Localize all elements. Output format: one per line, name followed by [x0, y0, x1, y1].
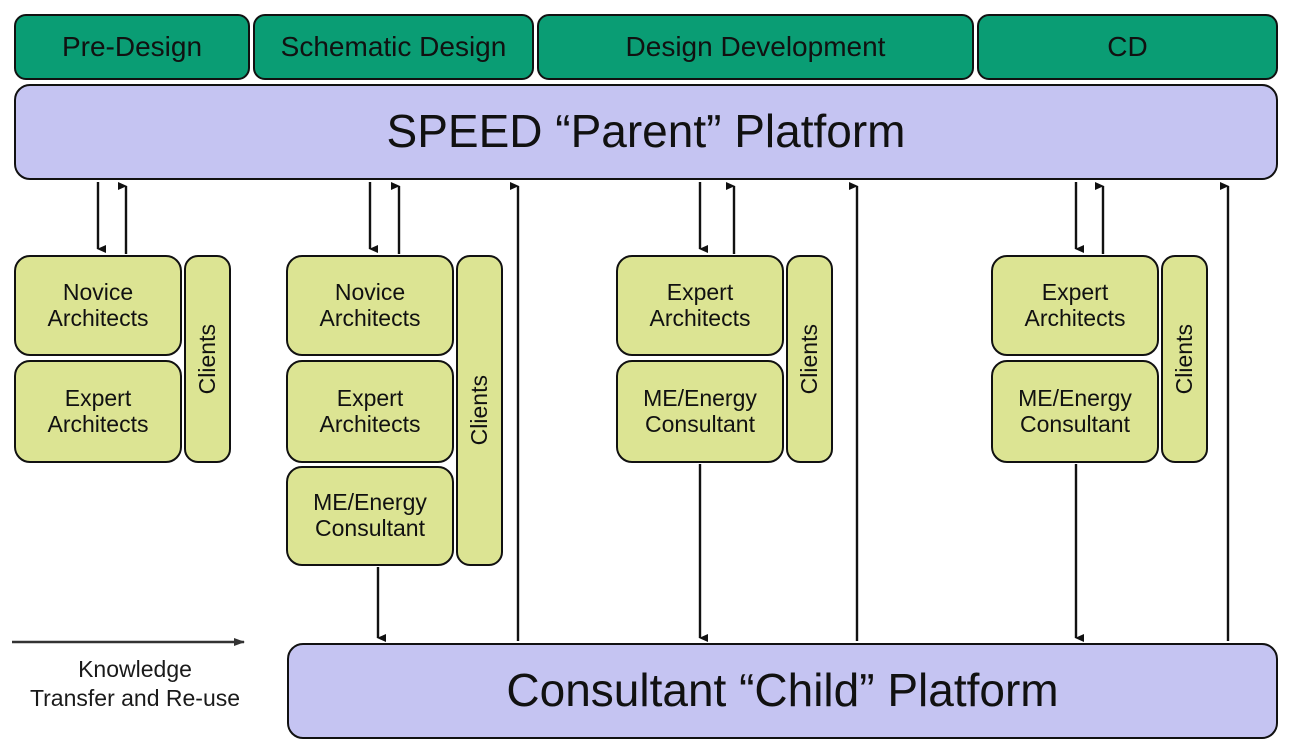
clients-label: Clients [795, 323, 822, 395]
role-box-expert-architects-design-development: Expert Architects [616, 255, 784, 356]
phase-bar-cd: CD [977, 14, 1278, 80]
role-box-me-energy-consultant-design-development: ME/Energy Consultant [616, 360, 784, 463]
clients-label: Clients [465, 375, 492, 446]
role-box-novice-architects-schematic-design: Novice Architects [286, 255, 454, 356]
phase-label: Design Development [625, 31, 886, 63]
role-label: Expert Architects [1024, 278, 1126, 331]
role-label: ME/Energy Consultant [643, 384, 757, 437]
role-box-me-energy-consultant-schematic-design: ME/Energy Consultant [286, 466, 454, 566]
clients-box-schematic-design: Clients [456, 255, 503, 566]
clients-label: Clients [1170, 323, 1197, 395]
role-label: Novice Architects [47, 278, 149, 331]
phase-bar-design-development: Design Development [537, 14, 974, 80]
role-label: Expert Architects [649, 278, 751, 331]
parent-platform-bar: SPEED “Parent” Platform [14, 84, 1278, 180]
clients-box-design-development: Clients [786, 255, 833, 463]
role-label: Expert Architects [47, 384, 149, 437]
phase-bar-schematic-design: Schematic Design [253, 14, 534, 80]
phase-label: Pre-Design [61, 31, 203, 63]
clients-label: Clients [193, 323, 220, 395]
phase-bar-pre-design: Pre-Design [14, 14, 250, 80]
legend-label: Knowledge Transfer and Re-use [10, 655, 260, 713]
clients-box-pre-design: Clients [184, 255, 231, 463]
phase-label: CD [1107, 31, 1148, 63]
role-box-expert-architects-cd: Expert Architects [991, 255, 1159, 356]
role-label: ME/Energy Consultant [1018, 384, 1132, 437]
role-box-expert-architects-schematic-design: Expert Architects [286, 360, 454, 463]
role-label: Expert Architects [319, 384, 421, 437]
legend-line-2: Transfer and Re-use [29, 684, 241, 711]
clients-box-cd: Clients [1161, 255, 1208, 463]
legend-line-1: Knowledge [78, 656, 192, 682]
child-platform-label: Consultant “Child” Platform [506, 664, 1059, 717]
role-box-me-energy-consultant-cd: ME/Energy Consultant [991, 360, 1159, 463]
role-box-novice-architects-pre-design: Novice Architects [14, 255, 182, 356]
child-platform-bar: Consultant “Child” Platform [287, 643, 1278, 739]
parent-platform-label: SPEED “Parent” Platform [386, 105, 906, 158]
phase-label: Schematic Design [280, 31, 507, 63]
role-box-expert-architects-pre-design: Expert Architects [14, 360, 182, 463]
role-label: ME/Energy Consultant [313, 489, 427, 541]
role-label: Novice Architects [319, 278, 421, 331]
